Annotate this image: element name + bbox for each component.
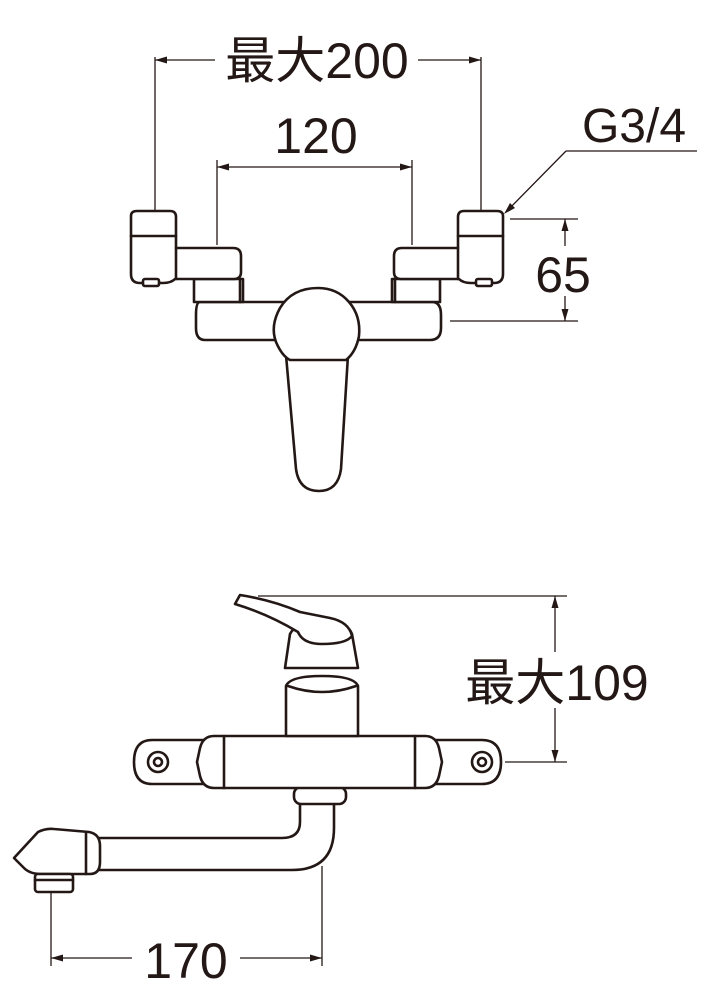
front-left-cap [129,209,243,285]
dimension-center-spacing: 120 [216,108,413,245]
side-main-body [195,734,444,790]
front-left-cap-bump [141,277,161,288]
faucet-front-body [129,209,505,493]
max-height-label: 最大109 [465,655,648,711]
front-lever-handle [284,353,350,493]
thread-label: G3/4 [582,100,686,153]
dimension-max-height: 最大109 [258,595,649,763]
dimension-height-65: 65 [450,218,591,322]
front-right-nut [390,277,442,304]
dimension-max-span: 最大200 [154,33,482,212]
side-spout-pipe [96,800,336,872]
height-65-label: 65 [535,247,591,303]
front-right-cap-bump [474,277,494,288]
max-span-label: 最大200 [225,33,408,89]
thread-leader: G3/4 [504,100,697,214]
front-view: 最大200 120 G3/4 65 [129,33,697,493]
spout-reach-label: 170 [144,933,227,989]
dimension-spout-reach: 170 [50,866,323,989]
side-aerator-tip [33,872,75,894]
side-spout-collar [292,785,348,806]
side-view: 最大109 170 [12,593,649,989]
side-spout-head [12,827,102,876]
side-vertical-body [284,674,360,738]
side-lever-handle [233,593,354,646]
front-left-nut [192,277,245,304]
faucet-side-body [12,593,503,894]
center-spacing-label: 120 [274,108,357,164]
front-center-hub [272,286,361,362]
front-right-cap [392,209,505,285]
